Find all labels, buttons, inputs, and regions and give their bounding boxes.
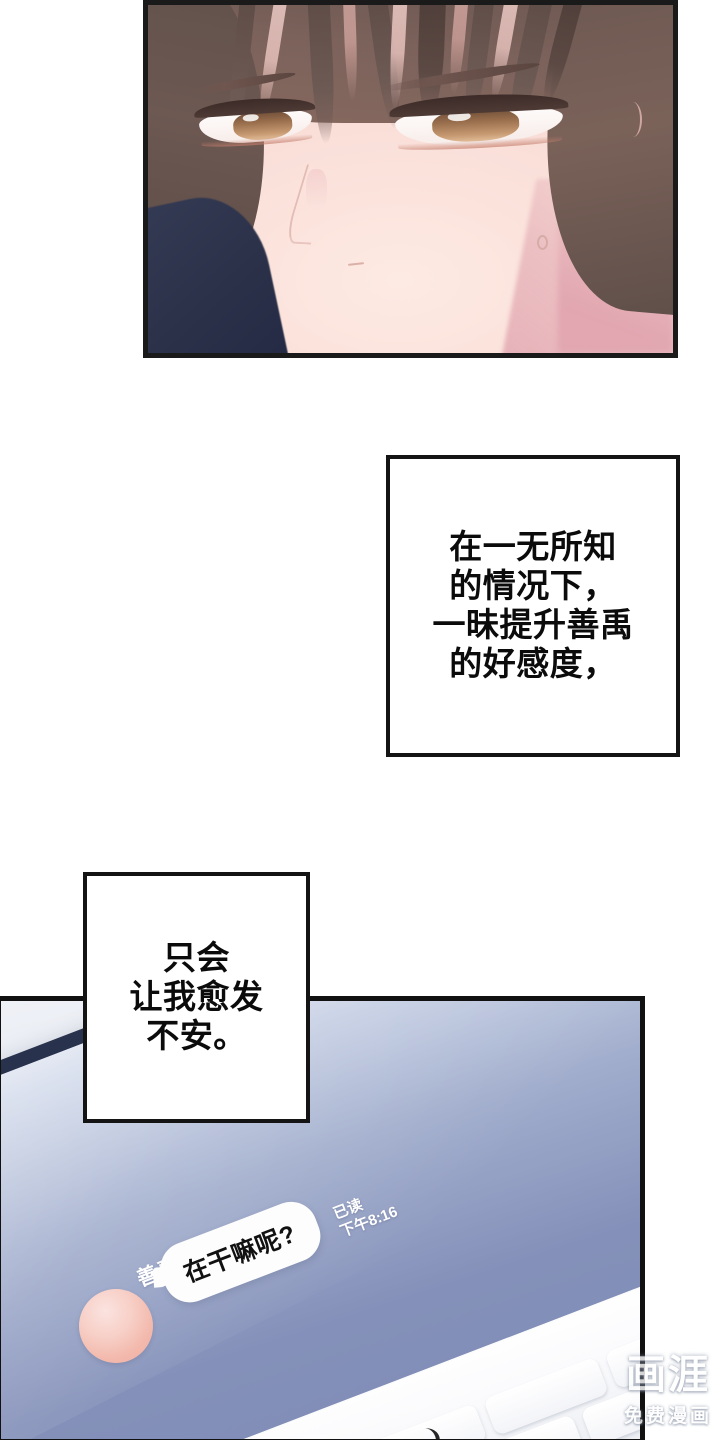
narration-line: 只会: [163, 939, 230, 977]
nose-shading: [305, 168, 327, 211]
ear-hint: [624, 102, 642, 138]
narration-line: 的好感度，: [449, 644, 617, 682]
narration-box-2: 只会 让我愈发 不安。: [83, 872, 310, 1123]
left-eye: [185, 69, 318, 149]
narration-line: 让我愈发: [129, 978, 264, 1016]
face-artwork: [148, 5, 673, 353]
panel-character-face: [143, 0, 678, 358]
narration-line: 一昧提升善禹: [432, 606, 634, 643]
narration-line: 的情况下，: [449, 567, 617, 605]
narration-line: 在一无所知: [449, 528, 617, 566]
narration-line: 不安。: [146, 1016, 247, 1054]
keyboard-key[interactable]: [604, 1310, 640, 1390]
cheek-mole: [536, 234, 548, 250]
right-eye: [376, 59, 569, 153]
keyboard-key[interactable]: [361, 1403, 488, 1439]
chat-avatar[interactable]: [79, 1289, 153, 1363]
narration-box-1: 在一无所知 的情况下， 一昧提升善禹 的好感度，: [386, 455, 680, 757]
